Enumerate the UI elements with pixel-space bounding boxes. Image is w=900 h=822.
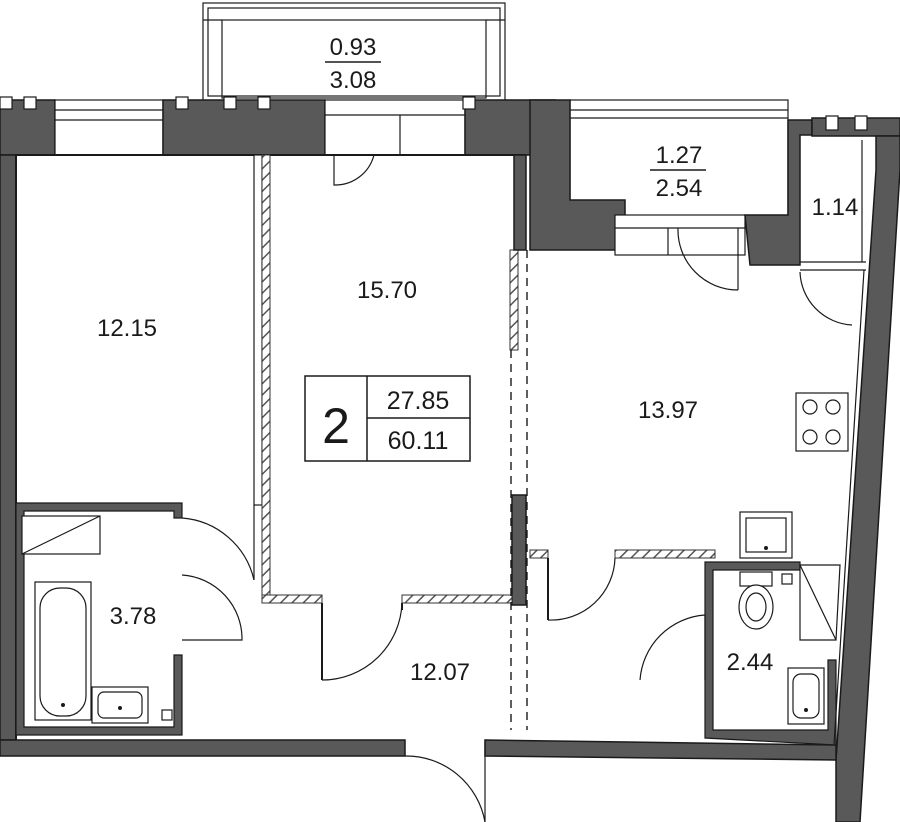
room-labels: 12.15 15.70 13.97 12.07 3.78 2.44 1.14 0… — [97, 34, 858, 686]
total-area: 60.11 — [388, 427, 449, 455]
interior-walls — [15, 140, 866, 746]
apartment-summary: 2 27.85 60.11 — [304, 375, 471, 462]
exterior-walls — [0, 96, 900, 822]
bedroom-area: 12.15 — [97, 315, 157, 342]
balcony-top-area: 0.93 — [330, 34, 377, 61]
kitchen-area: 13.97 — [638, 397, 698, 424]
hall-area: 12.07 — [410, 659, 470, 686]
balcony-right-area: 1.27 — [656, 142, 703, 169]
living-area: 27.85 — [387, 387, 450, 415]
storage-area: 1.14 — [812, 194, 859, 221]
balcony-right-total: 2.54 — [656, 175, 703, 202]
toilet-icon — [739, 571, 773, 587]
balcony-top-total: 3.08 — [330, 67, 377, 94]
rooms-count: 2 — [322, 398, 350, 454]
stove-icon — [795, 392, 849, 452]
doors — [181, 154, 853, 822]
living-room-area: 15.70 — [357, 277, 417, 304]
bathroom-area: 3.78 — [110, 603, 157, 630]
wc-area: 2.44 — [727, 649, 774, 676]
fixtures — [21, 269, 865, 746]
